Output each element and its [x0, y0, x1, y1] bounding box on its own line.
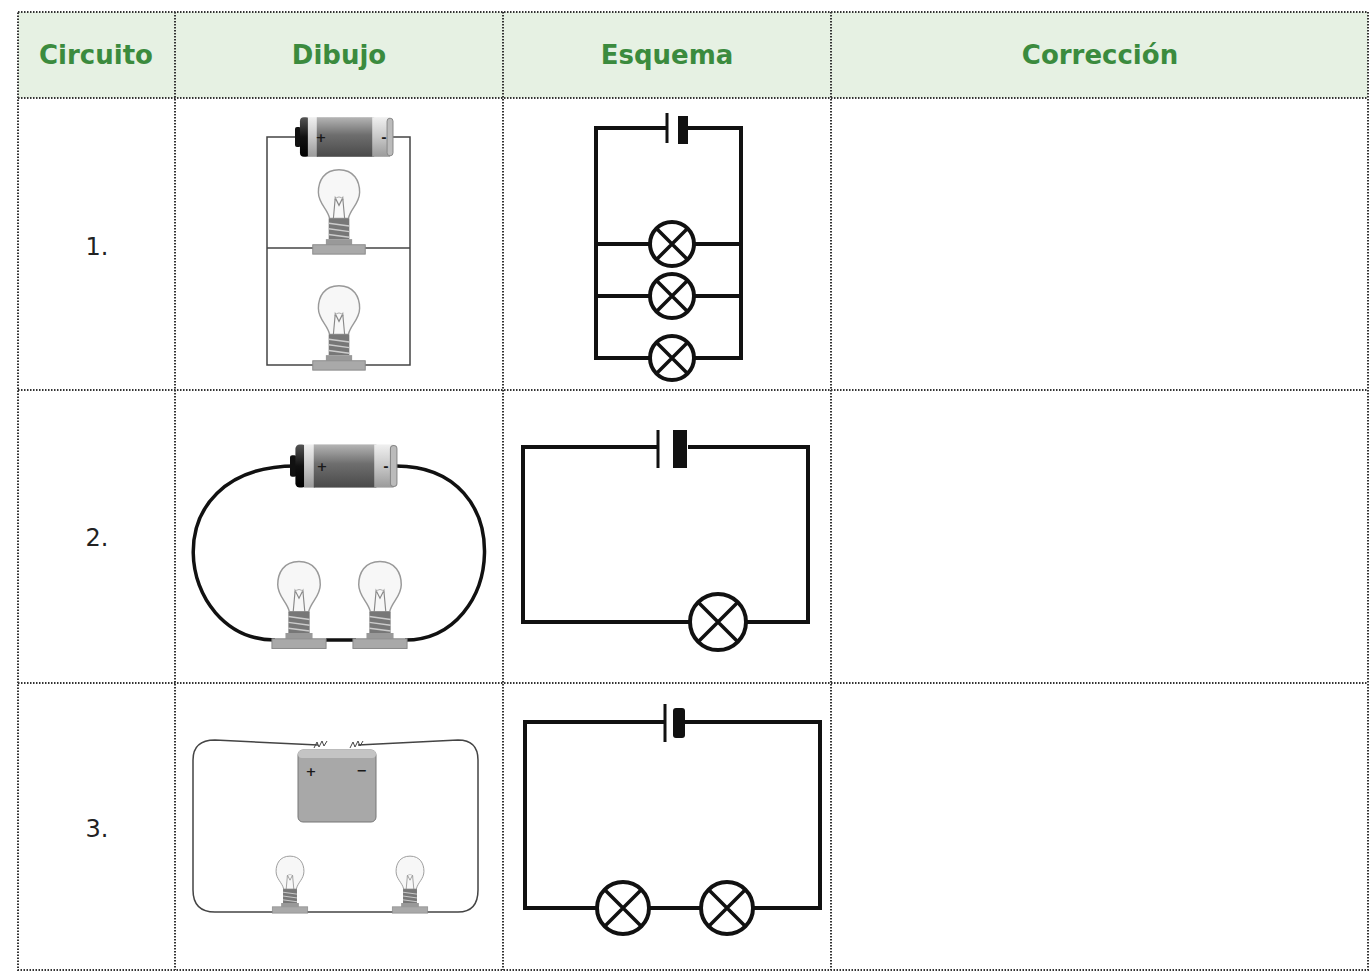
column-header: Corrección	[1022, 42, 1178, 68]
terminal-sign: +	[317, 460, 328, 473]
table-grid	[18, 12, 1368, 970]
drawing-circuit-2	[193, 444, 484, 648]
column-header: Circuito	[39, 42, 153, 68]
schematic-circuit-1	[596, 113, 741, 380]
row-number: 3.	[86, 817, 109, 841]
schematic-circuit-3	[525, 704, 820, 934]
column-header: Esquema	[601, 42, 734, 68]
row-number: 1.	[86, 235, 109, 259]
schematic-circuit-2	[523, 430, 808, 650]
drawing-circuit-1	[267, 117, 410, 370]
terminal-sign: -	[383, 460, 388, 473]
terminal-sign: -	[381, 131, 386, 144]
drawing-circuit-3	[193, 740, 478, 913]
terminal-sign: +	[306, 765, 317, 778]
terminal-sign: −	[357, 764, 368, 777]
terminal-sign: +	[316, 131, 327, 144]
column-header: Dibujo	[292, 42, 386, 68]
row-number: 2.	[86, 526, 109, 550]
